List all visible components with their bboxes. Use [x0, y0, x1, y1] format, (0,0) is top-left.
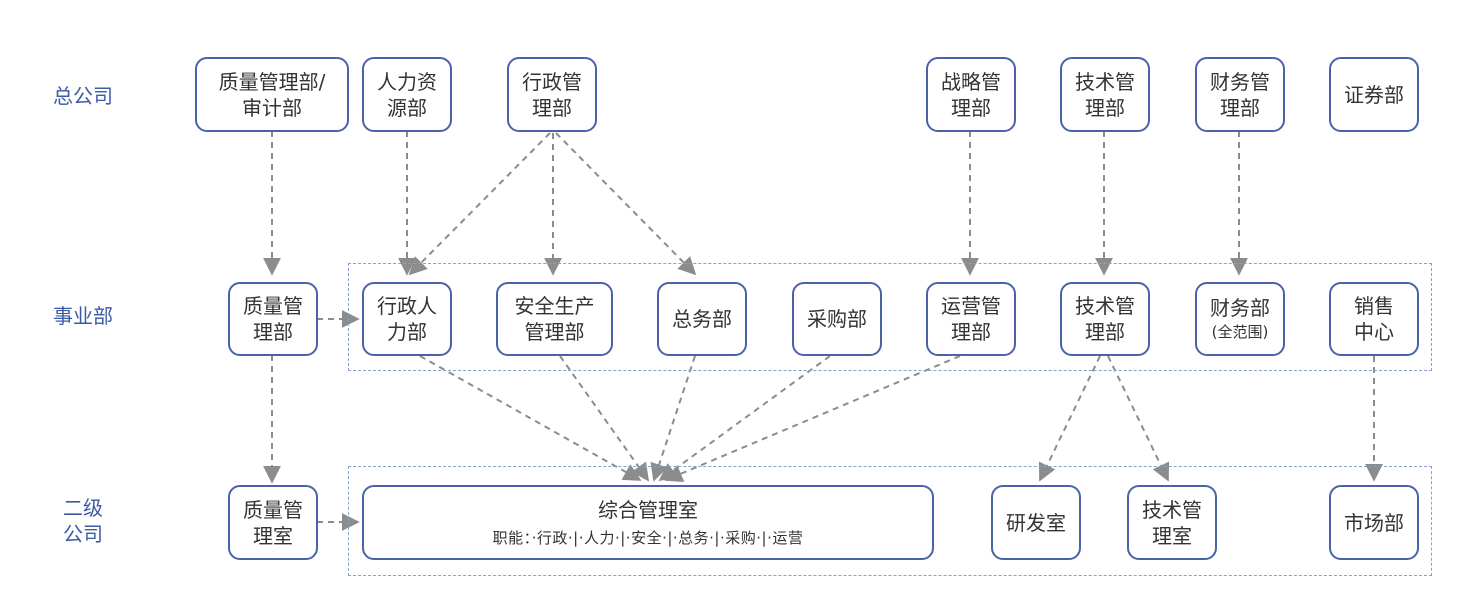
sub-tech-line2: 理室	[1152, 523, 1192, 548]
div-tech-line2: 理部	[1085, 320, 1125, 344]
sub-tech-node[interactable]: 技术管 理室	[1127, 485, 1217, 560]
hq-finance-line1: 财务管	[1210, 69, 1270, 94]
sub-rnd-node[interactable]: 研发室	[991, 485, 1081, 560]
hq-admin-node[interactable]: 行政管 理部	[507, 57, 597, 132]
div-sales-line2: 中心	[1354, 320, 1394, 344]
div-operations-line1: 运营管	[941, 294, 1001, 318]
div-admin-hr-line2: 力部	[387, 320, 427, 344]
edge-adminhr-to-office	[419, 355, 642, 481]
hq-tech-line2: 理部	[1085, 95, 1125, 120]
div-quality-line1: 质量管	[243, 294, 303, 318]
sub-quality-line2: 理室	[253, 523, 293, 548]
hq-hr-node[interactable]: 人力资 源部	[362, 57, 452, 132]
div-quality-line2: 理部	[253, 320, 293, 344]
div-finance-label: 财务部	[1210, 296, 1270, 320]
hq-strategy-line1: 战略管	[941, 69, 1001, 94]
div-tech-line1: 技术管	[1075, 294, 1135, 318]
row-label-hq: 总公司	[53, 84, 113, 108]
div-purchasing-node[interactable]: 采购部	[792, 282, 882, 356]
hq-tech-line1: 技术管	[1075, 69, 1135, 94]
edge-admin-to-general	[555, 132, 697, 276]
hq-strategy-line2: 理部	[951, 95, 991, 120]
hq-finance-line2: 理部	[1220, 95, 1260, 120]
div-sales-node[interactable]: 销售 中心	[1329, 282, 1419, 356]
div-purchasing-label: 采购部	[807, 307, 867, 331]
hq-admin-line1: 行政管	[522, 69, 582, 94]
sub-marketing-node[interactable]: 市场部	[1329, 485, 1419, 560]
hq-quality-audit-line2: 审计部	[242, 95, 302, 120]
hq-strategy-node[interactable]: 战略管 理部	[926, 57, 1016, 132]
div-operations-line2: 理部	[951, 320, 991, 344]
row-label-division: 事业部	[53, 304, 113, 328]
sub-general-office-title: 综合管理室	[598, 497, 698, 522]
edge-tech-to-techroom	[1107, 355, 1170, 482]
hq-hr-line1: 人力资	[377, 69, 437, 94]
hq-securities-label: 证券部	[1344, 82, 1404, 107]
div-safety-line1: 安全生产	[514, 294, 595, 318]
hq-quality-audit-line1: 质量管理部/	[218, 69, 326, 94]
hq-admin-line2: 理部	[532, 95, 572, 120]
division-group-box	[348, 263, 1432, 371]
row-label-subsidiary-line2: 公司	[63, 522, 103, 546]
sub-quality-node[interactable]: 质量管 理室	[228, 485, 318, 560]
div-safety-line2: 管理部	[524, 320, 585, 344]
edge-safety-to-office	[559, 355, 650, 482]
edge-ops-to-office	[664, 355, 961, 482]
sub-general-office-node[interactable]: 综合管理室 职能：·行政·|·人力·|·安全·|·总务·|·采购·|·运营	[362, 485, 934, 560]
div-admin-hr-node[interactable]: 行政人 力部	[362, 282, 452, 356]
row-label-subsidiary-line1: 二级	[63, 496, 103, 520]
hq-securities-node[interactable]: 证券部	[1329, 57, 1419, 132]
sub-marketing-label: 市场部	[1344, 510, 1404, 535]
div-finance-note: (全范围)	[1211, 323, 1269, 341]
subsidiary-group-box	[348, 466, 1432, 576]
sub-rnd-label: 研发室	[1006, 510, 1066, 535]
hq-hr-line2: 源部	[387, 95, 427, 120]
div-quality-node[interactable]: 质量管 理部	[228, 282, 318, 356]
edge-tech-to-rnd	[1038, 355, 1101, 482]
div-general-node[interactable]: 总务部	[657, 282, 747, 356]
edge-general-to-office	[650, 355, 696, 482]
hq-finance-node[interactable]: 财务管 理部	[1195, 57, 1285, 132]
div-tech-node[interactable]: 技术管 理部	[1060, 282, 1150, 356]
sub-quality-line1: 质量管	[243, 497, 303, 522]
div-admin-hr-line1: 行政人	[377, 294, 437, 318]
row-label-subsidiary: 二级 公司	[38, 495, 128, 547]
sub-tech-line1: 技术管	[1142, 497, 1202, 522]
div-general-label: 总务部	[672, 307, 732, 331]
hq-tech-node[interactable]: 技术管 理部	[1060, 57, 1150, 132]
edge-purchasing-to-office	[658, 355, 831, 482]
div-sales-line1: 销售	[1354, 294, 1394, 318]
hq-quality-audit-node[interactable]: 质量管理部/ 审计部	[195, 57, 349, 132]
div-finance-node[interactable]: 财务部 (全范围)	[1195, 282, 1285, 356]
edge-admin-to-adminhr	[408, 132, 551, 276]
div-operations-node[interactable]: 运营管 理部	[926, 282, 1016, 356]
sub-general-office-functions: 职能：·行政·|·人力·|·安全·|·总务·|·采购·|·运营	[492, 528, 804, 547]
div-safety-node[interactable]: 安全生产 管理部	[496, 282, 613, 356]
